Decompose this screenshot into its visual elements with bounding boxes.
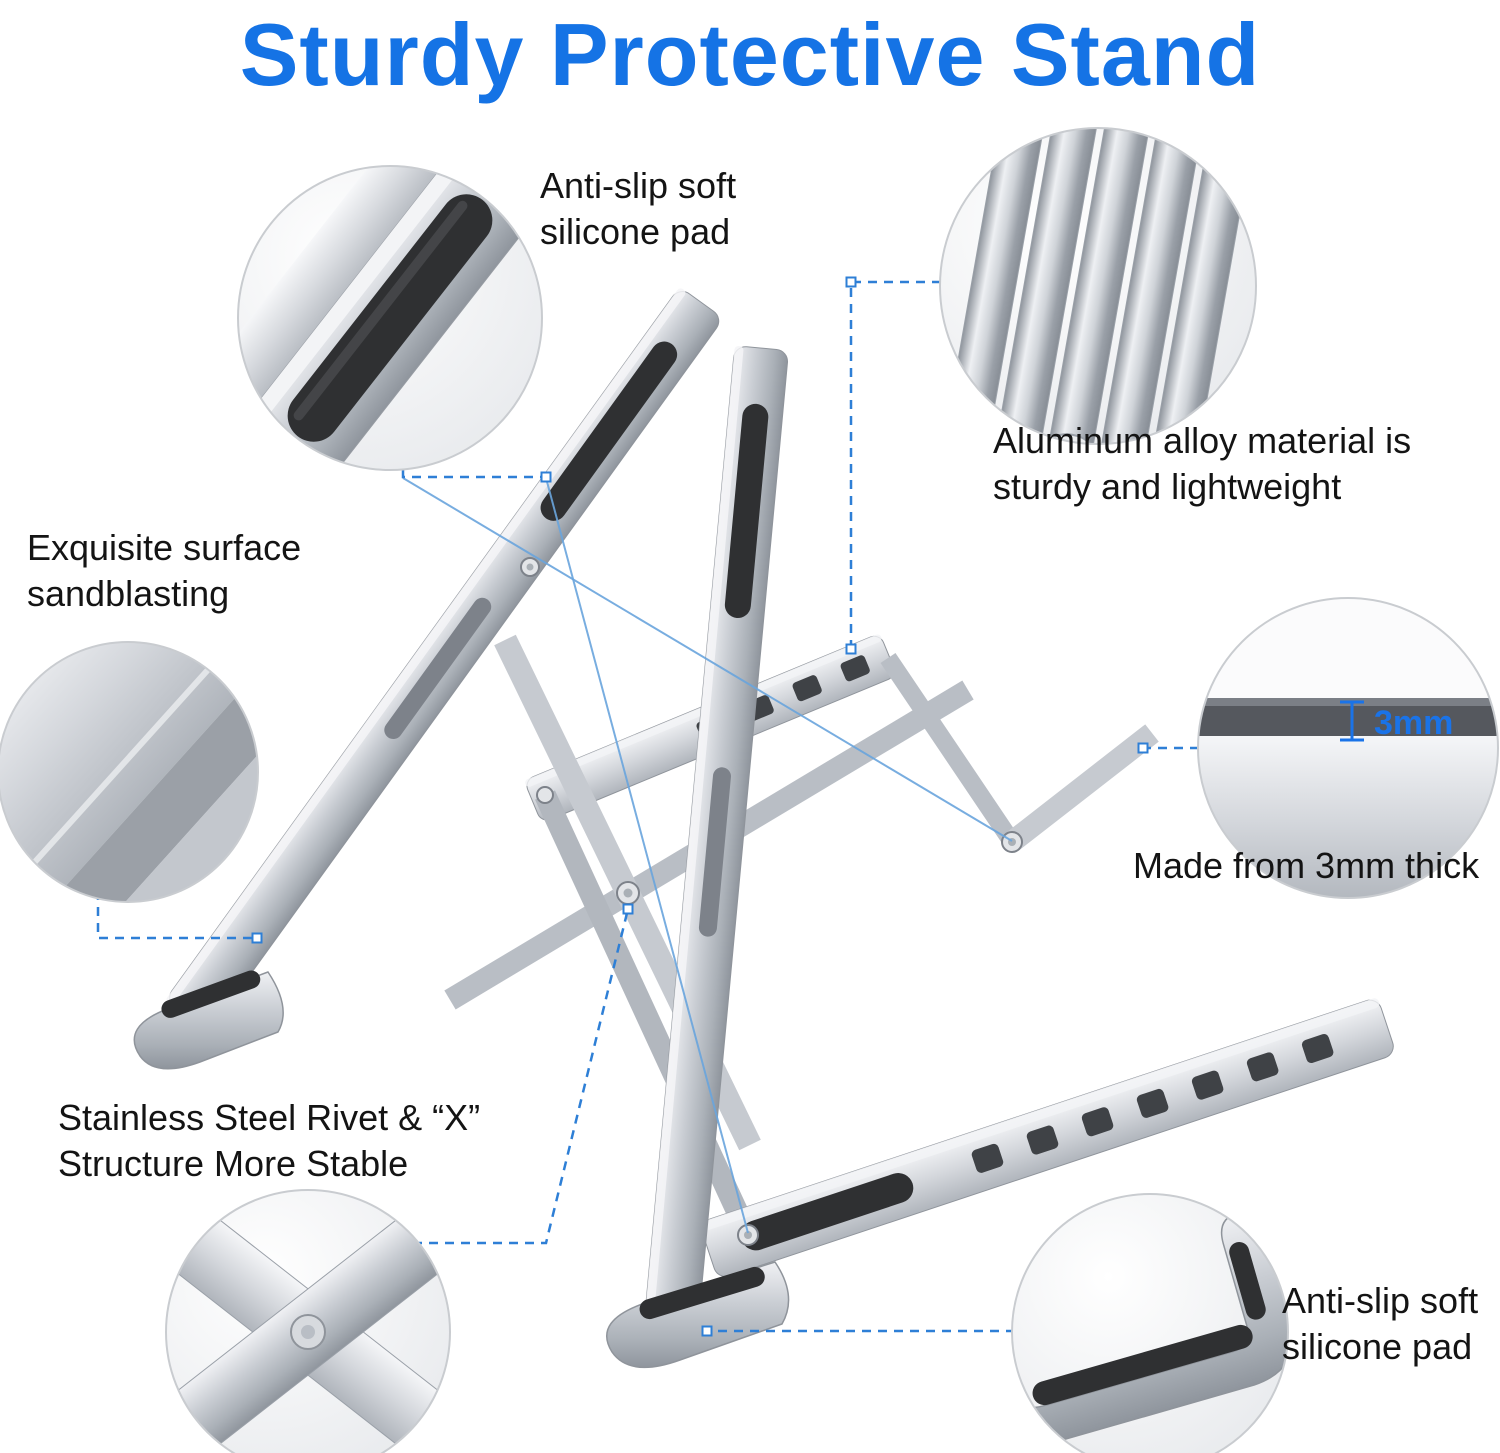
- product-laptop-stand: [133, 288, 1394, 1369]
- label-line: Exquisite surface: [27, 527, 302, 568]
- callout-photo-rivet-x: [165, 1189, 451, 1453]
- leader-endpoint-marker: [845, 276, 857, 288]
- callout-photo-thickness: 3mm: [1197, 597, 1499, 899]
- leader-endpoint-marker: [251, 932, 263, 944]
- page-title: Sturdy Protective Stand: [239, 5, 1261, 104]
- label-line: Aluminum alloy material is: [993, 420, 1412, 461]
- silicone-pad-detail: [287, 194, 493, 442]
- label-rivet-x-structure: Stainless Steel Rivet & “X” Structure Mo…: [58, 1095, 480, 1186]
- silicone-pad-front-foot: [639, 1266, 765, 1320]
- callout-photo-silicone-pad-bottom: [1011, 1193, 1289, 1453]
- silicone-pad-back-foot: [161, 970, 261, 1018]
- label-line: sturdy and lightweight: [993, 465, 1342, 507]
- leader-endpoint-marker: [622, 903, 634, 915]
- label-line: Anti-slip soft: [540, 165, 737, 206]
- x-structure-accent-line: [402, 477, 1013, 842]
- label-aluminum-alloy: Aluminum alloy material is sturdy and li…: [993, 418, 1411, 509]
- leader-line-rivet: [413, 908, 630, 1245]
- leader-line-sandblast: [96, 891, 257, 940]
- label-line: sandblasting: [27, 572, 230, 614]
- stand-front-foot: [606, 1261, 790, 1369]
- label-line: Anti-slip soft: [1282, 1280, 1479, 1321]
- thickness-measure-label: 3mm: [1374, 704, 1453, 742]
- label-thickness: Made from 3mm thick: [1133, 843, 1479, 889]
- x-structure-accent-line: [545, 477, 749, 1234]
- label-anti-slip-pad-bottom: Anti-slip soft silicone pad: [1282, 1278, 1478, 1369]
- leader-endpoint-marker: [701, 1325, 713, 1337]
- stand-front-base-rail: [700, 998, 1394, 1277]
- leader-lines: [96, 276, 1199, 1337]
- callout-photo-silicone-pad-top: [237, 165, 543, 471]
- label-line: silicone pad: [1282, 1325, 1473, 1367]
- leader-line-aluminum: [849, 280, 941, 649]
- label-line: Made from 3mm thick: [1133, 845, 1480, 886]
- label-anti-slip-pad-top: Anti-slip soft silicone pad: [540, 163, 736, 254]
- leader-line-pad-top: [401, 470, 546, 479]
- leader-endpoint-marker: [540, 471, 552, 483]
- callout-photo-aluminum-rods: [939, 127, 1257, 445]
- label-line: Stainless Steel Rivet & “X”: [58, 1097, 481, 1138]
- thickness-measure-bracket: [1340, 700, 1364, 742]
- metal-edge-detail: [1198, 706, 1498, 736]
- stand-back-foot: [133, 970, 284, 1070]
- label-sandblasting: Exquisite surface sandblasting: [27, 525, 301, 616]
- leader-endpoint-marker: [1137, 742, 1149, 754]
- label-line: silicone pad: [540, 210, 731, 252]
- silicone-pad-detail: [1032, 1324, 1253, 1406]
- stand-front-arm: [644, 346, 789, 1331]
- leader-endpoint-marker: [845, 643, 857, 655]
- label-line: Structure More Stable: [58, 1142, 409, 1184]
- stand-back-arm: [166, 288, 720, 1028]
